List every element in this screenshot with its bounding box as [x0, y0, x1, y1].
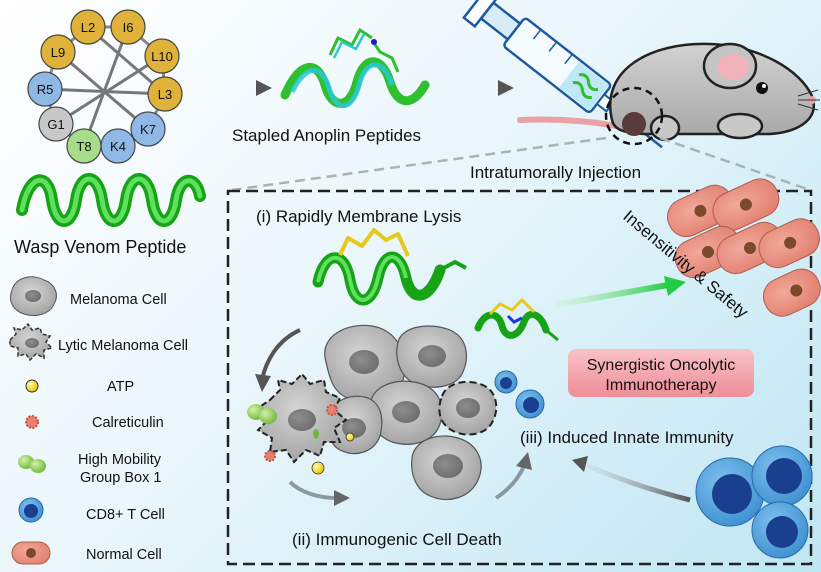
lytic-melanoma-cell [256, 372, 348, 464]
residue-l10 [144, 38, 180, 74]
residue-g1 [38, 106, 74, 142]
arrow-wheel-to-peptide [195, 80, 272, 96]
melanoma-cell-cluster [324, 324, 498, 501]
arrow-icd-head [334, 490, 350, 506]
arrow-lysis-head [255, 374, 271, 392]
legend-label-melanoma: Melanoma Cell [70, 292, 167, 308]
normal-cells-cluster [666, 178, 821, 317]
legend-label-hmgb1-line2: Group Box 1 [80, 470, 161, 486]
arrow-icd [288, 480, 337, 500]
stapled-peptide-on-membrane [312, 228, 467, 306]
residue-l2 [70, 9, 106, 45]
residue-label: R5 [37, 82, 54, 97]
normal-cell-icon [11, 541, 51, 565]
residue-label: K4 [110, 139, 126, 154]
arrow-to-normal-cells [554, 276, 686, 308]
atp-icon [25, 379, 39, 393]
residue-l3 [147, 76, 183, 112]
small-peptide [474, 297, 559, 342]
injection-label: Intratumorally Injection [470, 163, 641, 182]
t-cells-small [494, 370, 545, 419]
synergy-label-line1: Synergistic Oncolytic [587, 357, 736, 374]
stapled-peptides-label: Stapled Anoplin Peptides [232, 126, 421, 145]
legend-label-atp: ATP [107, 379, 134, 395]
residue-i6 [110, 9, 146, 45]
legend-label-hmgb1-line1: High Mobility [78, 452, 162, 468]
residue-k7 [130, 111, 166, 147]
residue-t8 [66, 128, 102, 164]
residue-r5 [27, 71, 63, 107]
step3-label: (iii) Induced Innate Immunity [520, 428, 734, 447]
residue-label: I6 [123, 20, 134, 35]
residue-label: L3 [158, 87, 172, 102]
wasp-venom-helix [16, 173, 206, 227]
arrow-tcell [582, 461, 691, 503]
calreticulin-icon [25, 415, 39, 429]
arrow-lysis [260, 328, 301, 381]
hmgb1-icon [18, 455, 46, 473]
residue-label: L2 [81, 20, 95, 35]
arrow-immunity-head [516, 452, 532, 470]
legend-label-calreticulin: Calreticulin [92, 415, 164, 431]
synergy-box [568, 349, 754, 397]
zoom-line-right [659, 136, 811, 192]
residue-l9 [40, 34, 76, 70]
residue-label: L10 [151, 49, 173, 64]
arrow-tcell-head [572, 456, 588, 472]
step2-label: (ii) Immunogenic Cell Death [292, 530, 502, 549]
residue-label: K7 [140, 122, 156, 137]
legend-label-normal: Normal Cell [86, 547, 162, 563]
legend-label-lytic: Lytic Melanoma Cell [58, 338, 188, 354]
residue-label: L9 [51, 45, 65, 60]
tumor-site-marker [604, 86, 664, 146]
residue-label: G1 [47, 117, 64, 132]
mechanism-panel [226, 189, 813, 566]
t-cells-large [695, 445, 813, 559]
legend-icons [9, 276, 57, 565]
damp-molecules [247, 404, 355, 475]
residue-label: T8 [76, 139, 91, 154]
legend-label-tcell: CD8+ T Cell [86, 507, 165, 523]
wasp-peptide-label: Wasp Venom Peptide [14, 237, 186, 257]
stapled-peptide-structure [280, 27, 430, 109]
arrow-immunity [494, 465, 526, 500]
arrow-peptide-to-syringe [440, 80, 514, 96]
step1-label: (i) Rapidly Membrane Lysis [256, 207, 461, 226]
helical-wheel: L2 I6 L10 L3 K7 K4 T8 G1 R5 L9 [27, 9, 183, 164]
synergy-label-line2: Immunotherapy [605, 377, 716, 394]
cd8-t-cell-icon [18, 497, 44, 523]
